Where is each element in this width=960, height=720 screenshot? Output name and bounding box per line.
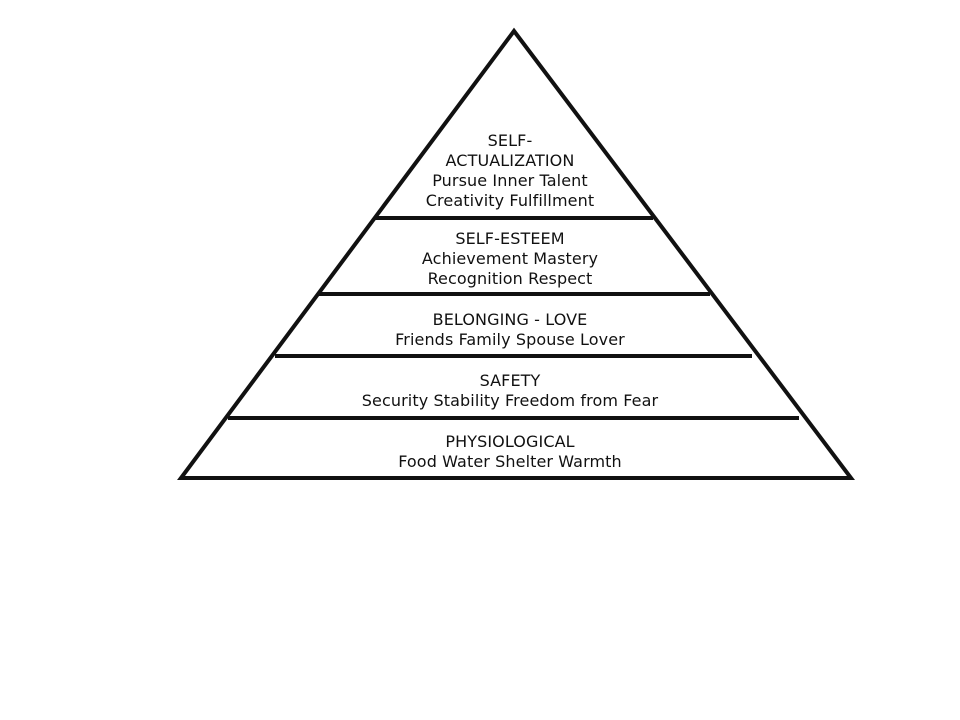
tier-description: Friends Family Spouse Lover — [395, 330, 625, 349]
tier-description: Creativity Fulfillment — [425, 191, 595, 210]
tier-title: BELONGING - LOVE — [432, 310, 588, 329]
tier-description: Food Water Shelter Warmth — [398, 452, 622, 471]
tier-self-actualization: SELF- ACTUALIZATION Pursue Inner Talent … — [280, 131, 740, 211]
tier-safety: SAFETY Security Stability Freedom from F… — [280, 371, 740, 411]
tier-description: Security Stability Freedom from Fear — [361, 391, 659, 410]
tier-title: SAFETY — [479, 371, 541, 390]
tier-title-continued: ACTUALIZATION — [445, 151, 575, 170]
pyramid-outline — [177, 27, 856, 480]
tier-description: Recognition Respect — [427, 269, 593, 288]
tier-description: Pursue Inner Talent — [432, 171, 588, 190]
tier-physiological: PHYSIOLOGICAL Food Water Shelter Warmth — [280, 432, 740, 472]
tier-belonging-love: BELONGING - LOVE Friends Family Spouse L… — [280, 310, 740, 350]
tier-title: SELF- — [487, 131, 533, 150]
tier-self-esteem: SELF-ESTEEM Achievement Mastery Recognit… — [280, 229, 740, 289]
tier-description: Achievement Mastery — [421, 249, 599, 268]
tier-title: SELF-ESTEEM — [455, 229, 565, 248]
tier-title: PHYSIOLOGICAL — [445, 432, 575, 451]
